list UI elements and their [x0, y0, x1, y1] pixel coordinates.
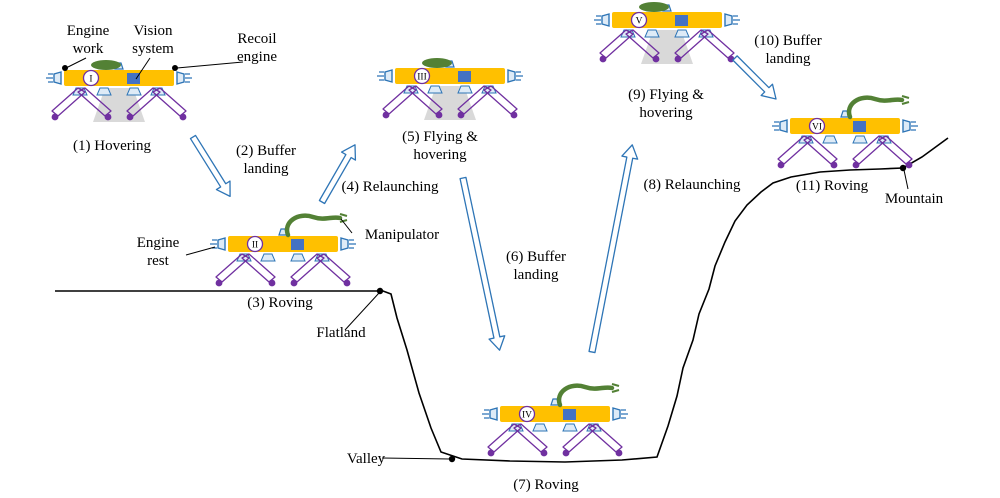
- robot-3: III: [376, 58, 524, 120]
- phase-3-label: (3) Roving: [247, 295, 313, 311]
- manipulator-arm-icon: [287, 214, 347, 235]
- robot-4-numeral: IV: [522, 411, 532, 421]
- engine-work-leader: [65, 57, 87, 69]
- manipulator-label: Manipulator: [364, 227, 440, 243]
- recoil-engine-leader: [176, 61, 244, 69]
- flatland-marker-dot: [376, 287, 384, 295]
- manipulator-arm-icon: [559, 384, 619, 405]
- arrow-buffer-landing-6: [459, 176, 506, 351]
- robot-body-icon: [481, 398, 629, 458]
- arrow-relaunching-8: [588, 144, 639, 354]
- engine-work-label: Engine work: [66, 23, 110, 58]
- phase-9-label: (9) Flying & hovering: [628, 87, 704, 122]
- robot-2-numeral: II: [252, 241, 258, 251]
- robot-5-numeral: V: [636, 17, 643, 27]
- mountain-leader: [903, 169, 909, 190]
- flatland-leader: [344, 292, 380, 331]
- robot-4: IV: [481, 384, 629, 458]
- robot-6-numeral: VI: [812, 123, 822, 133]
- robot-body-icon: [209, 228, 357, 288]
- valley-marker-dot: [448, 455, 456, 463]
- engine-rest-leader: [185, 246, 216, 256]
- mountain-label: Mountain: [884, 191, 944, 207]
- phase-4-label: (4) Relaunching: [341, 179, 439, 195]
- folded-manipulator-icon: [422, 58, 452, 68]
- engine-rest-label: Engine rest: [136, 235, 180, 270]
- recoil-engine-label: Recoil engine: [237, 31, 277, 66]
- engine-work-marker-dot: [62, 65, 68, 71]
- phase-8-label: (8) Relaunching: [643, 177, 741, 193]
- arrow-buffer-landing-10: [732, 55, 777, 100]
- arrow-relaunching-4: [318, 144, 357, 205]
- folded-manipulator-icon: [91, 60, 121, 70]
- robot-2: II: [209, 214, 357, 288]
- robot-6: VI: [771, 96, 919, 170]
- manipulator-arm-icon: [849, 96, 909, 117]
- mountain-marker-dot: [899, 164, 907, 172]
- valley-leader: [381, 457, 451, 460]
- phase-11-label: (11) Roving: [795, 178, 869, 194]
- robot-5: V: [593, 2, 741, 64]
- robot-3-numeral: III: [417, 73, 427, 83]
- phase-1-label: (1) Hovering: [73, 138, 151, 154]
- flatland-label: Flatland: [316, 325, 366, 341]
- recoil-engine-marker-dot: [172, 65, 178, 71]
- phase-2-label: (2) Buffer landing: [235, 143, 297, 178]
- robot-body-icon: [771, 110, 919, 170]
- vision-system-label: Vision system: [132, 23, 174, 58]
- folded-manipulator-icon: [639, 2, 669, 12]
- phase-6-label: (6) Buffer landing: [505, 249, 567, 284]
- robot-1: I: [45, 60, 193, 122]
- terrain-profile: [55, 137, 949, 463]
- vision-system-leader: [135, 57, 151, 80]
- manipulator-leader: [340, 218, 353, 234]
- arrow-buffer-landing-2: [189, 134, 231, 198]
- phase-10-label: (10) Buffer landing: [754, 33, 822, 68]
- phase-7-label: (7) Roving: [513, 477, 579, 493]
- valley-label: Valley: [346, 451, 386, 467]
- robot-1-numeral: I: [89, 75, 92, 85]
- phase-5-label: (5) Flying & hovering: [402, 129, 478, 164]
